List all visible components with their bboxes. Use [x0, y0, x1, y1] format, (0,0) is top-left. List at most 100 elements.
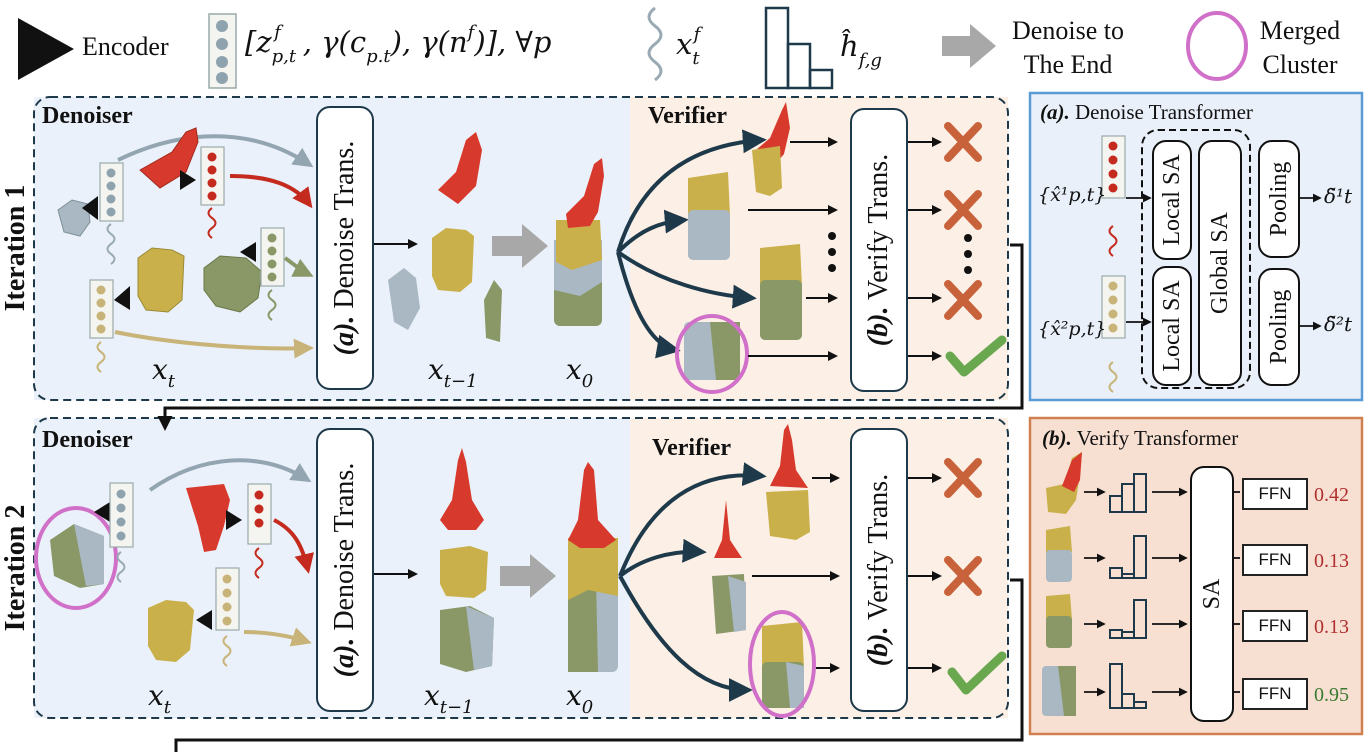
noise-yellow-1: [96, 341, 106, 373]
verifier-title-2: Verifier: [652, 435, 732, 461]
arrow-gray-to-denoise-1: [117, 134, 314, 168]
panel-b-ffn-3: FFN: [1242, 610, 1308, 642]
candidate-1b: [688, 172, 730, 260]
gray-arrow-1: [492, 224, 548, 268]
verify-transformer-box-2: (b). Verify Trans.: [850, 428, 908, 712]
encoder-arrow-red-1: [180, 170, 196, 190]
legend-gray-arrow: [942, 24, 996, 68]
token-gray-2: [109, 482, 134, 548]
gray-fragment-1: [57, 199, 91, 237]
merged-cluster-ring-2a: [34, 506, 118, 610]
candidate-1d: [684, 322, 740, 380]
xtm1-yellow-2: [440, 546, 488, 598]
verify-branch-1c: [616, 250, 757, 309]
iteration-1-label: Iteration 1: [0, 184, 31, 312]
panel-b-score-2: 0.13: [1314, 550, 1349, 572]
panel-a-output-1: δ̃¹t: [1324, 184, 1353, 208]
legend-merged-label-1: Merged: [1259, 16, 1341, 45]
olive-fragment-1: [203, 255, 263, 313]
panel-b-ffn-1: FFN: [1242, 478, 1308, 510]
cross-mark-1a: [944, 122, 982, 162]
panel-a-frame: [1028, 91, 1364, 402]
verifier-title-1: Verifier: [648, 103, 728, 129]
legend-merged-label-2: Cluster: [1262, 50, 1338, 79]
iteration-1-frame: [33, 96, 1009, 401]
cross-mark-1c: [944, 280, 982, 320]
denoiser-title-2: Denoiser: [42, 427, 133, 453]
ellipsis-dots-1b: [964, 234, 972, 274]
panel-b-hist-2: [1109, 535, 1147, 579]
merged-fragment-2: [50, 524, 104, 588]
encoder-arrow-gray-2: [94, 502, 110, 522]
panel-b-score-4: 0.95: [1314, 684, 1349, 706]
label-xtm1-1: xt−1: [428, 353, 478, 392]
yellow-fragment-1: [137, 247, 185, 313]
legend-merged-circle: [1186, 11, 1248, 81]
label-xt-1: xt: [152, 353, 176, 392]
candidate-1c: [760, 244, 802, 340]
label-xtm1-2: xt−1: [424, 679, 474, 718]
token-red-2: [247, 483, 272, 545]
verify-prefix-2: (b).: [863, 626, 894, 667]
legend-token-formula: [zp,tf, γ(cp.t), γ(nf)], ∀p: [245, 22, 552, 67]
panel-a-title: (a). Denoise Transformer: [1040, 100, 1253, 124]
legend-hist-label: ĥf,g: [840, 29, 882, 71]
panel-b-ffn-2: FFN: [1242, 544, 1308, 576]
verify-branch-1d: [616, 251, 681, 359]
verify-branch-1b: [616, 209, 689, 254]
panel-a-pooling-2: Pooling: [1258, 268, 1300, 386]
iteration-connector-2: [174, 578, 1024, 752]
xtm1-olive-1: [484, 280, 502, 342]
panel-b-title: (b). Verify Transformer: [1042, 426, 1239, 450]
encoder-arrow-gray-1: [82, 196, 98, 220]
panel-b-piece-1: [1046, 452, 1082, 514]
token-yellow-1: [89, 279, 114, 339]
noise-gray-1: [106, 223, 116, 265]
panel-b-hist-1: [1109, 473, 1147, 513]
candidate-2c: [762, 622, 804, 708]
cross-mark-1b: [944, 190, 982, 230]
ellipsis-dots-1: [828, 232, 836, 272]
token-gray-1: [99, 162, 124, 222]
arrow-olive-to-denoise-1: [283, 256, 314, 277]
candidate-1a: [752, 102, 790, 196]
check-mark-2: [947, 651, 1007, 695]
arrow-yellow-to-denoise-1: [114, 330, 314, 359]
legend-histogram-icon: [764, 6, 834, 90]
denoiser-title-1: Denoiser: [42, 103, 133, 129]
panel-b-hist-3: [1109, 599, 1147, 639]
panel-b-score-3: 0.13: [1314, 616, 1349, 638]
panel-a-output-2: δ̃²t: [1324, 312, 1353, 336]
iteration-2-frame: [33, 417, 1009, 719]
verify-label-1: Verify Trans.: [863, 153, 894, 301]
panel-a-local-sa-2: Local SA: [1152, 266, 1192, 386]
legend-encoder-triangle: [18, 18, 74, 80]
denoise-transformer-box-2: (a). Denoise Trans.: [316, 428, 374, 712]
panel-b-sa-box: SA: [1190, 466, 1234, 722]
yellow-fragment-2: [148, 600, 194, 662]
xtm1-gray-1: [388, 268, 420, 330]
cross-mark-2a: [944, 458, 982, 498]
verify-prefix-1: (b).: [863, 306, 894, 347]
merged-cluster-ring-2b: [748, 610, 816, 718]
panel-a-global-sa: Global SA: [1198, 140, 1242, 386]
label-x0-1: x0: [566, 353, 594, 392]
panel-a-input-1: {x̂¹p,t}: [1038, 184, 1107, 206]
panel-b-piece-2: [1046, 526, 1072, 582]
denoise-label-2: Denoise Trans.: [329, 462, 360, 631]
label-xt-2: xt: [148, 679, 172, 718]
legend-arrow-label-2: The End: [1023, 50, 1113, 79]
arrow-red-to-denoise-1: [229, 174, 313, 209]
verify-label-2: Verify Trans.: [863, 473, 894, 621]
panel-a-pooling-1: Pooling: [1258, 140, 1300, 258]
panel-b-piece-4: [1042, 666, 1076, 716]
panel-a-input-2: {x̂²p,t}: [1038, 318, 1107, 340]
x0-assembled-2: [568, 462, 618, 672]
red-fragment-2: [186, 484, 230, 552]
token-yellow-2: [215, 567, 240, 631]
encoder-arrow-olive-1: [240, 242, 256, 262]
encoder-arrow-red-2: [226, 510, 242, 530]
encoder-arrow-yellow-1: [114, 286, 130, 310]
